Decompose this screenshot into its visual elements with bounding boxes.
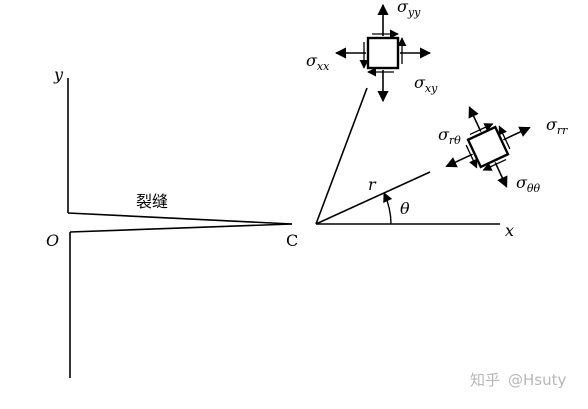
radius-line	[315, 171, 431, 225]
sigma-theta-theta-arrow-top	[468, 106, 482, 132]
origin-label: O	[46, 231, 59, 250]
sigma-r-theta-label: σrθ	[438, 125, 461, 147]
sigma-r-theta-bottom	[482, 158, 507, 171]
crack-tip-label: C	[286, 231, 298, 250]
stress-element-ray	[315, 87, 368, 225]
radius-label: r	[368, 175, 377, 194]
polar-coordinates	[315, 87, 500, 225]
sigma-theta-theta-arrow-bottom	[494, 162, 508, 188]
sigma-rr-arrow-right	[503, 126, 531, 141]
sigma-r-theta-left	[465, 144, 478, 169]
sigma-r-theta-top	[469, 123, 494, 136]
x-axis-label: x	[505, 221, 514, 240]
watermark-user: @Hsuty	[508, 371, 566, 389]
sigma-theta-theta-label: σθθ	[516, 173, 541, 195]
y-axis-label: y	[53, 65, 64, 84]
cartesian-stress-element	[334, 3, 432, 103]
angle-label: θ	[400, 199, 410, 218]
crack-lower-face	[69, 223, 293, 233]
crack-label: 裂缝	[136, 192, 168, 211]
sigma-yy-label: σyy	[397, 0, 421, 19]
sigma-xy-label: σxy	[414, 73, 438, 95]
element-square-rotated	[466, 125, 510, 169]
sigma-rr-arrow-left	[445, 153, 473, 168]
sigma-rr-label: σrr	[546, 115, 568, 137]
sigma-r-theta-right	[498, 125, 511, 150]
sigma-xx-label: σxx	[306, 51, 330, 73]
angle-arc	[383, 192, 393, 225]
crack-upper-face	[67, 212, 293, 225]
crack-geometry	[67, 78, 293, 378]
watermark-brand: 知乎	[470, 371, 500, 389]
element-square	[366, 36, 400, 70]
polar-stress-element	[445, 106, 531, 188]
watermark: 知乎 @Hsuty	[470, 371, 566, 389]
